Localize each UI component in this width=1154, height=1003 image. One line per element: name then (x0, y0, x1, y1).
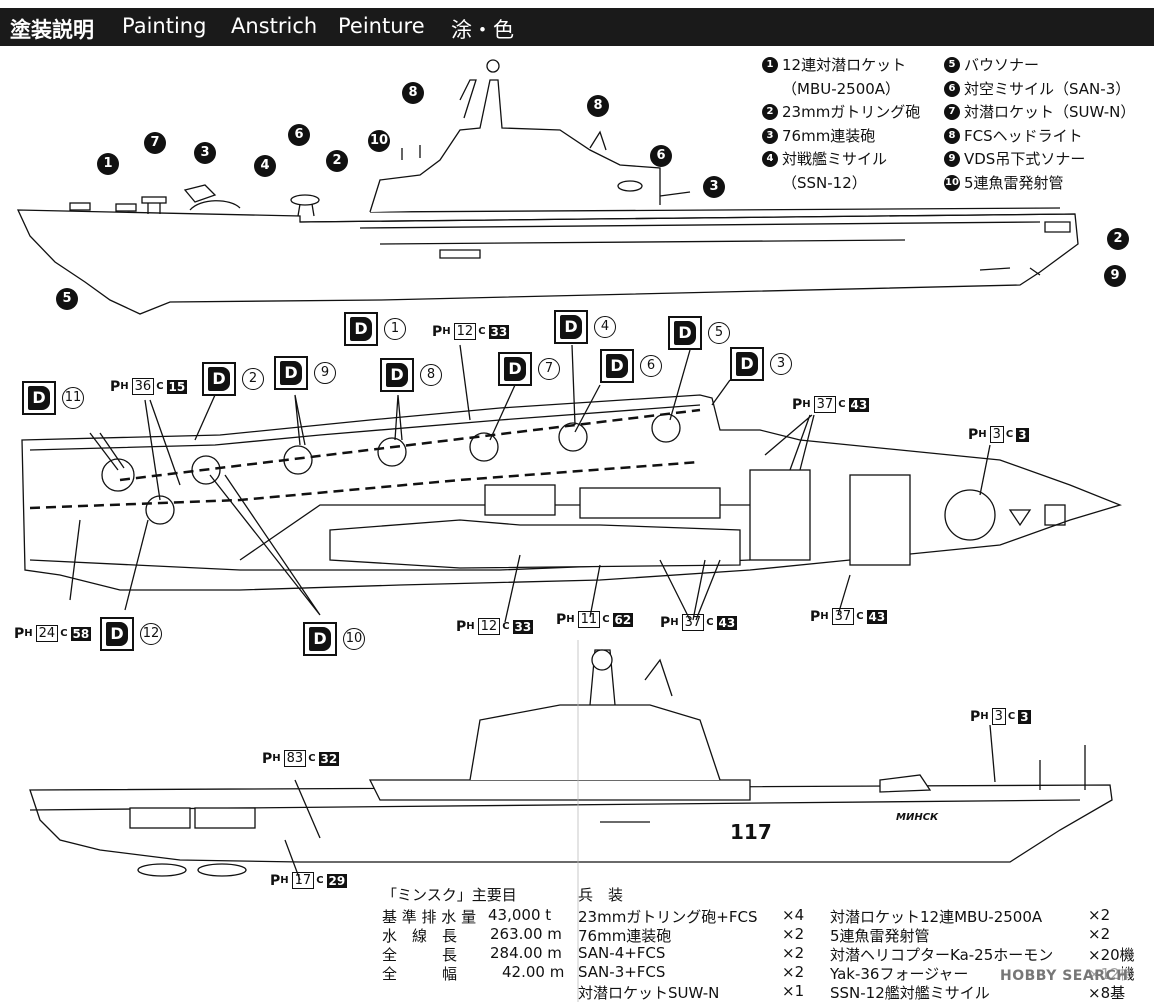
title-painting: Painting (122, 14, 207, 38)
callout-8b: 8 (587, 95, 609, 117)
title-ja: 塗装説明 (10, 18, 94, 42)
callout-2b: 2 (1107, 228, 1129, 250)
weapon-qty-0: ×4 (782, 906, 805, 924)
callout-1: 1 (97, 153, 119, 175)
weapon-qty-3: ×2 (782, 963, 805, 981)
spec-value-2: 284.00 m (490, 944, 562, 962)
weapon2-name-0: 対潜ロケット12連MBU-2500A (830, 908, 1043, 926)
legend-item-4b: （SSN-12） (782, 174, 867, 192)
spec-label-3: 全 幅 (382, 965, 458, 983)
bottom-hull (29, 784, 1113, 863)
hull-number: 117 (730, 820, 772, 844)
spec-value-1: 263.00 m (490, 925, 562, 943)
weapon2-name-4: SSN-12艦対艦ミサイル (830, 984, 990, 1002)
weapon-name-1: 76mm連装砲 (578, 927, 672, 945)
watermark-logo: HOBBY SEARCH (1000, 968, 1129, 984)
weapon2-qty-2: ×20機 (1088, 946, 1135, 964)
callout-3b: 3 (703, 176, 725, 198)
callout-6b: 6 (650, 145, 672, 167)
callout-5: 5 (56, 288, 78, 310)
title-color-ja: 涂・色 (451, 18, 514, 42)
spec-value-3: 42.00 m (502, 963, 565, 981)
weapon-qty-4: ×1 (782, 982, 805, 1000)
weapon-qty-1: ×2 (782, 925, 805, 943)
callout-3: 3 (194, 142, 216, 164)
weapon2-qty-4: ×8基 (1088, 984, 1126, 1002)
legend-item-1b: （MBU-2500A） (782, 80, 901, 98)
weapons-title: 兵 装 (578, 886, 624, 904)
title-peinture: Peinture (338, 14, 425, 38)
weapon-name-0: 23mmガトリング砲+FCS (578, 908, 758, 926)
header-bar: 塗装説明 Painting Anstrich Peinture 涂・色 (0, 8, 1154, 46)
spec-label-1: 水 線 長 (382, 927, 458, 945)
specs-title: 「ミンスク」主要目 (382, 886, 517, 904)
callout-2: 2 (326, 150, 348, 172)
side-hull-top (16, 209, 1079, 315)
weapon2-qty-0: ×2 (1088, 906, 1111, 924)
callout-4: 4 (254, 155, 276, 177)
plan-hull (21, 394, 1122, 591)
weapon2-name-1: 5連魚雷発射管 (830, 927, 930, 945)
spec-label-0: 基 準 排 水 量 (382, 908, 477, 926)
callout-8a: 8 (402, 82, 424, 104)
weapon2-name-3: Yak-36フォージャー (830, 965, 969, 983)
callout-6: 6 (288, 124, 310, 146)
weapon2-qty-1: ×2 (1088, 925, 1111, 943)
spec-label-2: 全 長 (382, 946, 458, 964)
weapon-qty-2: ×2 (782, 944, 805, 962)
spec-value-0: 43,000 t (488, 906, 552, 924)
hull-name: МИНСК (896, 812, 939, 823)
callout-9: 9 (1104, 265, 1126, 287)
weapon2-name-2: 対潜ヘリコプターKa-25ホーモン (830, 946, 1054, 964)
weapon-name-4: 対潜ロケットSUW-N (578, 984, 720, 1002)
title-anstrich: Anstrich (231, 14, 318, 38)
callout-10: 10 (368, 130, 390, 152)
callout-7: 7 (144, 132, 166, 154)
weapon-name-2: SAN-4+FCS (578, 944, 666, 962)
weapon-name-3: SAN-3+FCS (578, 963, 666, 981)
